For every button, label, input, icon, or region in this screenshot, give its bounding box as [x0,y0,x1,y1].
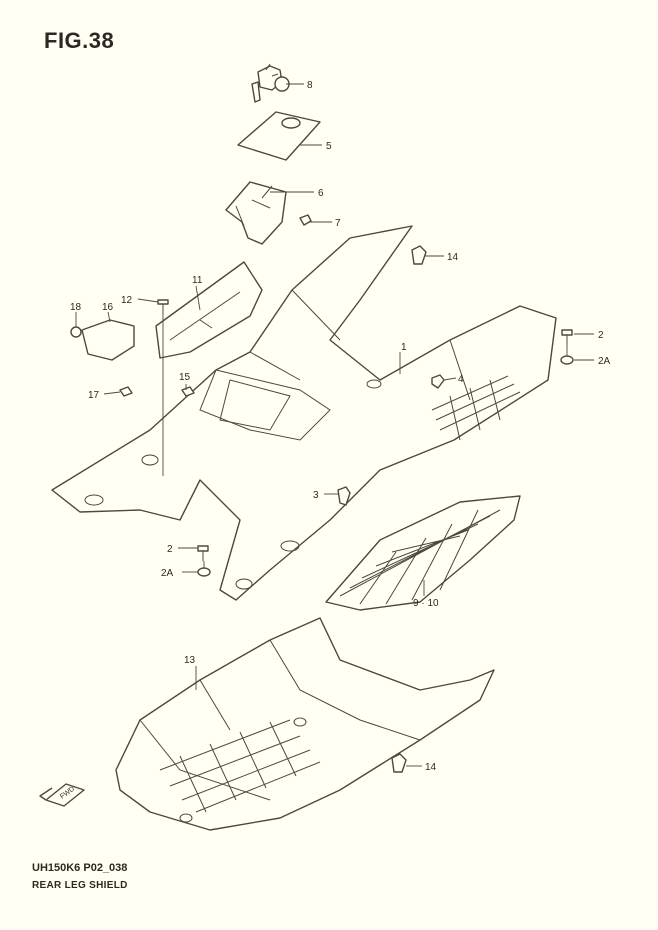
part-17-fastener [119,386,133,397]
callout-17: 17 [88,390,100,401]
callout-2-left: 2 [167,544,173,555]
fwd-arrow-icon: FWD [39,783,85,807]
callout-14-lower: 14 [425,762,437,773]
callout-15: 15 [179,372,191,383]
callout-4: 4 [458,374,464,385]
callout-9-10: 9 · 10 [413,598,439,609]
part-3-clip [337,486,351,506]
leader-lines [75,83,594,767]
part-2-screw-right [561,329,573,345]
callout-2a-left: 2A [161,568,174,579]
callout-16: 16 [102,302,114,313]
callout-12: 12 [121,295,133,306]
part-14-clip-upper [411,245,427,265]
part-2-screw-left [197,545,209,561]
callout-6: 6 [318,188,324,199]
part-11-side-bracket [155,261,263,359]
callout-5: 5 [326,141,332,152]
part-18-nut [70,326,82,338]
part-2a-washer-left [197,567,211,577]
part-5-lid [237,111,321,161]
callout-2-right: 2 [598,330,604,341]
callout-13: 13 [184,655,196,666]
part-15-clip [181,386,195,397]
callout-1: 1 [401,342,407,353]
callouts: 8 5 6 7 14 11 12 18 16 1 2 2A 4 15 17 3 … [70,80,611,773]
part-7-screw [299,214,312,226]
callout-14-upper: 14 [447,252,459,263]
callout-2a-right: 2A [598,356,611,367]
part-12-screw [157,299,169,314]
part-14-clip-lower [391,753,407,773]
callout-8: 8 [307,80,313,91]
callout-18: 18 [70,302,82,313]
callout-11: 11 [192,275,203,286]
part-13-under-cover [115,617,495,831]
part-16-bracket [81,319,135,361]
part-9-10-footrest-mat [325,495,521,611]
part-4-clip [431,374,445,389]
part-2a-washer-right [560,355,574,365]
callout-3: 3 [313,490,319,501]
part-6-hinge-bracket [225,181,287,245]
diagram-code: UH150K6 P02_038 [32,862,128,874]
diagram-caption: REAR LEG SHIELD [32,880,128,891]
callout-7: 7 [335,218,341,229]
part-1-rear-leg-shield [51,225,557,601]
part-8-key-lock-set [251,63,290,103]
figure-title: FIG.38 [44,28,115,53]
